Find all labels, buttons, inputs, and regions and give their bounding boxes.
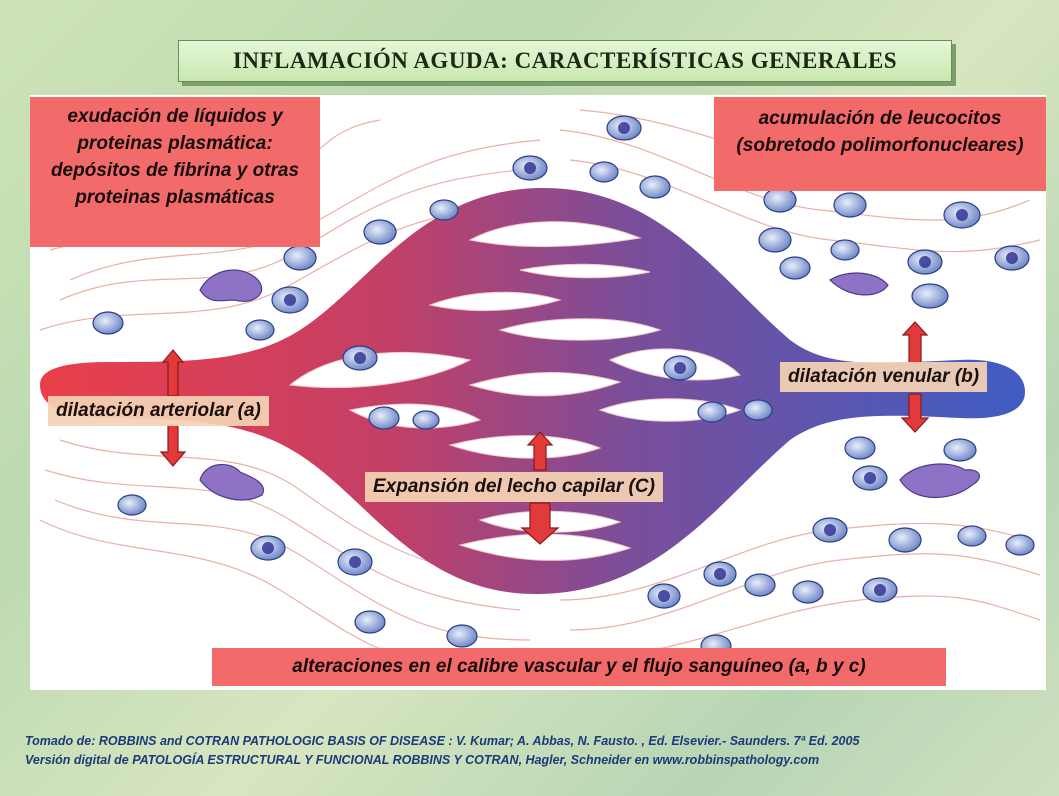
alterations-box: alteraciones en el calibre vascular y el…	[212, 648, 946, 686]
page-title: INFLAMACIÓN AGUDA: CARACTERÍSTICAS GENER…	[178, 40, 952, 82]
leukocyte-box: acumulación de leucocitos (sobretodo pol…	[714, 97, 1046, 191]
leukocyte-text: acumulación de leucocitos (sobretodo pol…	[736, 108, 1023, 156]
arteriolar-dilation-label: dilatación arteriolar (a)	[48, 396, 269, 426]
venular-dilation-label: dilatación venular (b)	[780, 362, 987, 392]
credit-line-2: Versión digital de PATOLOGÍA ESTRUCTURAL…	[25, 751, 1035, 770]
exudation-box: exudación de líquidos y proteinas plasmá…	[30, 97, 320, 247]
source-credits: Tomado de: ROBBINS and COTRAN PATHOLOGIC…	[25, 732, 1035, 770]
credit-line-1: Tomado de: ROBBINS and COTRAN PATHOLOGIC…	[25, 732, 1035, 751]
exudation-text: exudación de líquidos y proteinas plasmá…	[51, 106, 299, 208]
alterations-text: alteraciones en el calibre vascular y el…	[292, 656, 865, 677]
capillary-expansion-label: Expansión del lecho capilar (C)	[365, 472, 663, 502]
